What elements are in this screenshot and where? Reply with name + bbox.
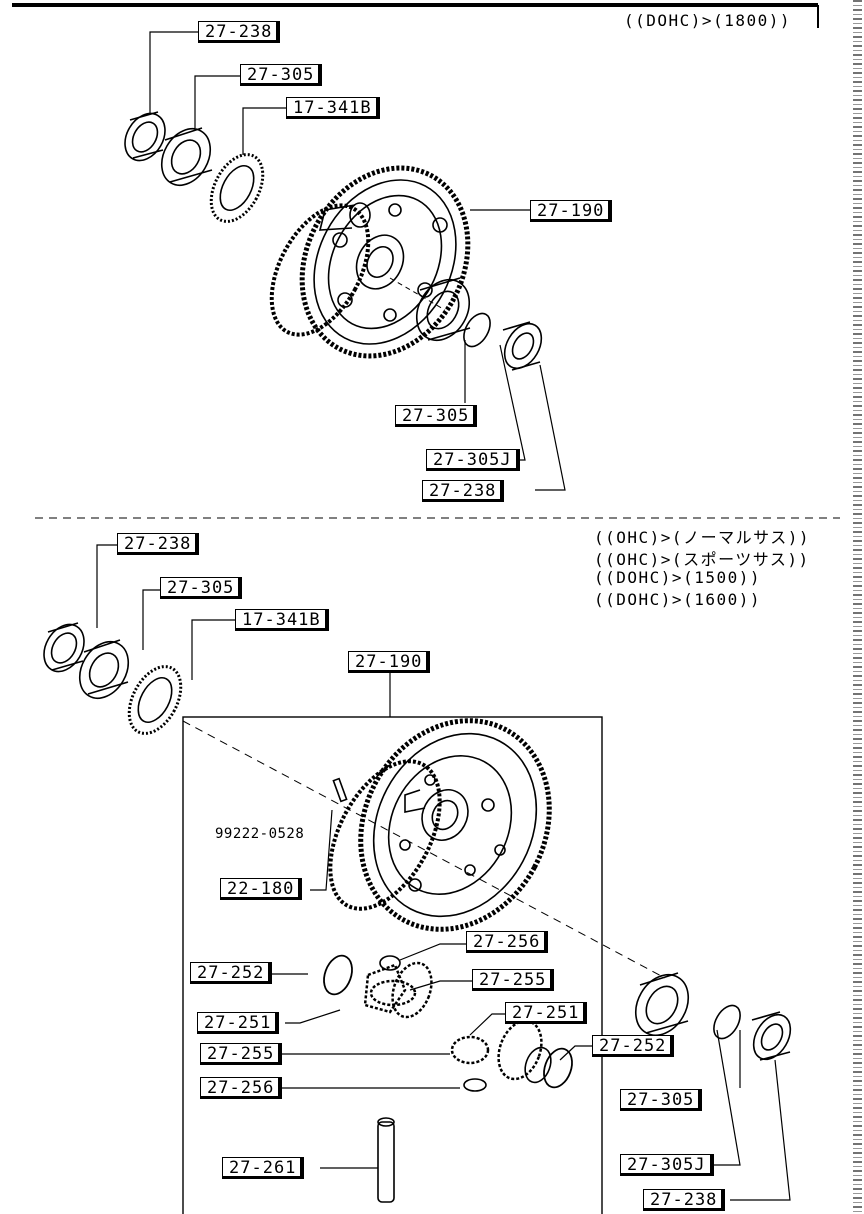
top-right-bearing-icon xyxy=(415,277,471,341)
part-label-bottom-27-256-a[interactable]: 27-256 xyxy=(466,931,549,953)
top-speedometer-gear-icon xyxy=(209,153,265,223)
part-label-top-27-305j[interactable]: 27-305J xyxy=(426,449,520,471)
part-label-top-27-190[interactable]: 27-190 xyxy=(530,200,613,222)
bottom-leader-lines xyxy=(96,544,791,1201)
part-label-top-27-305-r[interactable]: 27-305 xyxy=(395,405,478,427)
part-label-top-27-238-r[interactable]: 27-238 xyxy=(422,480,505,502)
part-label-bottom-27-255-b[interactable]: 27-255 xyxy=(200,1043,283,1065)
part-label-bottom-27-255-a[interactable]: 27-255 xyxy=(472,969,555,991)
bottom-assembly xyxy=(43,544,792,1214)
part-label-bottom-27-190[interactable]: 27-190 xyxy=(348,651,431,673)
bottom-bearing-race-icon xyxy=(43,622,85,673)
pin-icon xyxy=(332,777,348,803)
part-label-top-27-238[interactable]: 27-238 xyxy=(198,21,281,43)
bottom-speedometer-gear-icon xyxy=(127,665,183,735)
part-label-bottom-27-251-b[interactable]: 27-251 xyxy=(505,1002,588,1024)
pinion-lower-icon xyxy=(450,1035,490,1092)
top-differential-gear-icon xyxy=(269,165,471,359)
side-gear-left-icon xyxy=(323,954,433,1019)
part-label-top-27-305[interactable]: 27-305 xyxy=(240,64,323,86)
bottom-condition-1: ((OHC)>(ノーマルサス)) xyxy=(594,528,811,547)
top-right-race-icon xyxy=(502,321,543,371)
part-label-bottom-27-256-b[interactable]: 27-256 xyxy=(200,1077,283,1099)
part-label-bottom-27-261[interactable]: 27-261 xyxy=(222,1157,305,1179)
pinion-shaft-icon xyxy=(377,1117,395,1203)
bottom-condition-4: ((DOHC)>(1600)) xyxy=(594,590,761,609)
differential-detail-frame xyxy=(182,716,603,1214)
part-label-top-17-341b[interactable]: 17-341B xyxy=(286,97,380,119)
bottom-differential-gear-icon xyxy=(328,718,552,932)
top-condition-label: ((DOHC)>(1800)) xyxy=(624,11,791,30)
top-bearing-race-icon xyxy=(124,111,166,162)
part-label-bottom-27-238-r[interactable]: 27-238 xyxy=(643,1189,726,1211)
top-assembly xyxy=(124,31,566,491)
part-label-bottom-22-180[interactable]: 22-180 xyxy=(220,878,303,900)
bottom-condition-2: ((OHC)>(スポーツサス)) xyxy=(594,550,810,569)
scanned-edge-marks xyxy=(853,0,862,1214)
part-label-bottom-27-305j[interactable]: 27-305J xyxy=(620,1154,714,1176)
bottom-bearing-icon xyxy=(78,639,130,700)
bottom-right-race-icon xyxy=(751,1011,792,1061)
part-label-bottom-27-238[interactable]: 27-238 xyxy=(117,533,200,555)
pin-part-number[interactable]: 99222-0528 xyxy=(215,826,305,842)
side-gear-right-icon xyxy=(497,1019,573,1089)
part-label-bottom-17-341b[interactable]: 17-341B xyxy=(235,609,329,631)
part-label-bottom-27-252-a[interactable]: 27-252 xyxy=(190,962,273,984)
part-label-bottom-27-252-b[interactable]: 27-252 xyxy=(592,1035,675,1057)
part-label-bottom-27-251-a[interactable]: 27-251 xyxy=(197,1012,280,1034)
pinion-upper-icon xyxy=(369,955,417,1007)
bottom-right-bearing-icon xyxy=(634,972,690,1036)
part-label-bottom-27-305-r[interactable]: 27-305 xyxy=(620,1089,703,1111)
bottom-condition-3: ((DOHC)>(1500)) xyxy=(594,568,761,587)
part-label-bottom-27-305[interactable]: 27-305 xyxy=(160,577,243,599)
top-shim-icon xyxy=(463,312,491,348)
top-bearing-icon xyxy=(160,127,213,187)
